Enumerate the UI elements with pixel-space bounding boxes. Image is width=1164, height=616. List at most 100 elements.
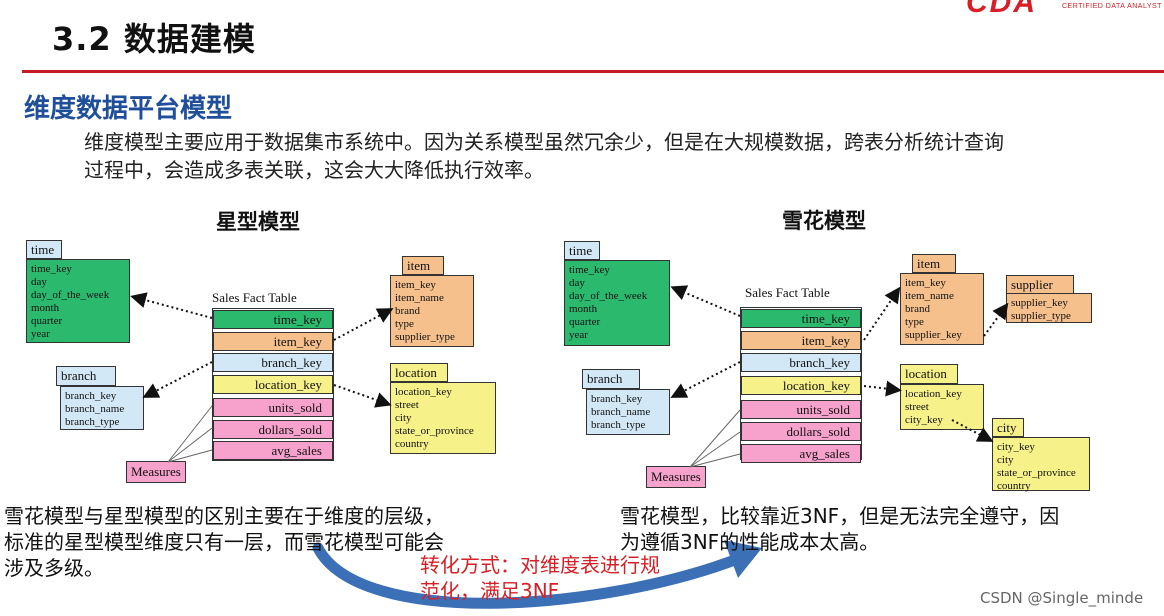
star-time-header: time	[26, 240, 62, 259]
fact-field: avg_sales	[741, 444, 861, 463]
fact-field: location_key	[213, 375, 333, 394]
snowflake-model-title: 雪花模型	[782, 209, 866, 233]
snow-supplier-link	[983, 302, 1009, 337]
star-item-table: item_key item_name brand type supplier_t…	[390, 275, 474, 347]
snow-fact-table: time_key item_key branch_key location_ke…	[740, 307, 862, 463]
snow-branch-table: branch_key branch_name branch_type	[586, 389, 670, 435]
field: country	[395, 438, 429, 450]
conversion-note: 转化方式：对维度表进行规 范化，满足3NF	[420, 552, 720, 604]
snow-city-link	[951, 419, 994, 442]
intro-paragraph: 维度模型主要应用于数据集市系统中。因为关系模型虽然冗余少，但是在大规模数据，跨表…	[84, 128, 1144, 184]
star-time-table: time_key day day_of_the_week month quart…	[26, 259, 130, 343]
snow-item-header: item	[912, 254, 956, 273]
field: item_key	[905, 277, 946, 289]
cda-logo: CDA	[966, 0, 1037, 19]
right-explanation: 雪花模型，比较靠近3NF，但是无法完全遵守，因 为遵循3NF的性能成本太高。	[620, 503, 1160, 555]
field: city_key	[997, 441, 1035, 453]
field: month	[31, 302, 60, 314]
star-fact-table: time_key item_key branch_key location_ke…	[212, 308, 334, 461]
field: branch_key	[591, 393, 643, 405]
snow-branch-link	[670, 361, 741, 398]
field: day	[569, 277, 585, 289]
field: branch_key	[65, 390, 117, 402]
left-line-2: 标准的星型模型维度只有一层，而雪花模型可能会	[4, 530, 444, 554]
star-time-link	[130, 292, 213, 319]
snow-item-link	[863, 286, 901, 341]
fact-field: dollars_sold	[213, 420, 333, 439]
fact-field: branch_key	[213, 353, 333, 372]
field: year	[31, 328, 50, 340]
field: location_key	[395, 386, 452, 398]
page-title: 3.2 数据建模	[52, 20, 256, 58]
field: branch_type	[591, 419, 646, 431]
snow-city-header: city	[992, 418, 1024, 437]
star-measures-label: Measures	[126, 461, 186, 483]
left-line-1: 雪花模型与星型模型的区别主要在于维度的层级，	[4, 504, 444, 528]
star-location-table: location_key street city state_or_provin…	[390, 382, 496, 454]
csdn-watermark: CSDN @Single_minde	[980, 589, 1144, 607]
field: city	[997, 454, 1014, 466]
field: supplier_key	[1011, 297, 1068, 309]
fact-field: location_key	[741, 376, 861, 395]
field: country	[997, 480, 1031, 492]
fact-field: item_key	[213, 332, 333, 351]
fact-field: branch_key	[741, 353, 861, 372]
intro-line-2: 过程中，会造成多表关联，这会大大降低执行效率。	[84, 158, 544, 182]
field: brand	[395, 305, 421, 317]
field: supplier_type	[1011, 310, 1071, 322]
star-item-link	[333, 308, 394, 341]
field: supplier_type	[395, 331, 455, 343]
field: item_name	[905, 290, 954, 302]
fact-field: time_key	[213, 310, 333, 329]
right-line-2: 为遵循3NF的性能成本太高。	[620, 530, 880, 554]
star-measures-line	[167, 405, 213, 463]
snow-city-table: city_key city state_or_province country	[992, 437, 1090, 492]
field: quarter	[31, 315, 63, 327]
field: item_key	[395, 279, 436, 291]
field: branch_name	[591, 406, 651, 418]
field: city_key	[905, 414, 943, 426]
field: branch_name	[65, 403, 125, 415]
snow-location-header: location	[900, 364, 958, 384]
right-line-1: 雪花模型，比较靠近3NF，但是无法完全遵守，因	[620, 504, 1060, 528]
fact-field: units_sold	[741, 400, 861, 419]
field: day_of_the_week	[569, 290, 648, 302]
field: location_key	[905, 388, 962, 400]
star-branch-header: branch	[56, 366, 116, 386]
star-fact-title: Sales Fact Table	[212, 290, 297, 305]
field: month	[569, 303, 598, 315]
field: day_of_the_week	[31, 289, 110, 301]
field: quarter	[569, 316, 601, 328]
intro-line-1: 维度模型主要应用于数据集市系统中。因为关系模型虽然冗余少，但是在大规模数据，跨表…	[84, 130, 1004, 154]
star-measures-line	[167, 449, 213, 463]
star-model-title: 星型模型	[216, 210, 300, 234]
snow-fact-title: Sales Fact Table	[745, 285, 830, 300]
field: time_key	[569, 264, 610, 276]
field: street	[395, 399, 419, 411]
snow-item-table: item_key item_name brand type supplier_k…	[900, 273, 984, 345]
field: state_or_province	[997, 467, 1076, 479]
conversion-arrowhead	[724, 540, 762, 578]
fact-field: time_key	[741, 309, 861, 328]
star-item-header: item	[402, 256, 444, 275]
snow-time-link	[670, 285, 741, 317]
field: city	[395, 412, 412, 424]
fact-field: item_key	[741, 331, 861, 350]
fact-field: avg_sales	[213, 441, 333, 460]
star-location-header: location	[390, 363, 448, 382]
logo-subtitle: CERTIFIED DATA ANALYST	[1062, 3, 1162, 10]
field: branch_type	[65, 416, 120, 428]
left-explanation: 雪花模型与星型模型的区别主要在于维度的层级， 标准的星型模型维度只有一层，而雪花…	[4, 503, 524, 581]
snow-measures-line	[689, 431, 741, 468]
field: time_key	[31, 263, 72, 275]
convert-line-1: 转化方式：对维度表进行规	[420, 553, 660, 577]
star-location-link	[333, 384, 392, 408]
field: type	[905, 316, 924, 328]
snow-measures-line	[689, 453, 741, 468]
snow-measures-line	[689, 409, 741, 468]
field: state_or_province	[395, 425, 474, 437]
snow-supplier-table: supplier_key supplier_type	[1006, 293, 1092, 323]
star-branch-table: branch_key branch_name branch_type	[60, 386, 144, 430]
snow-measures-label: Measures	[646, 466, 706, 488]
